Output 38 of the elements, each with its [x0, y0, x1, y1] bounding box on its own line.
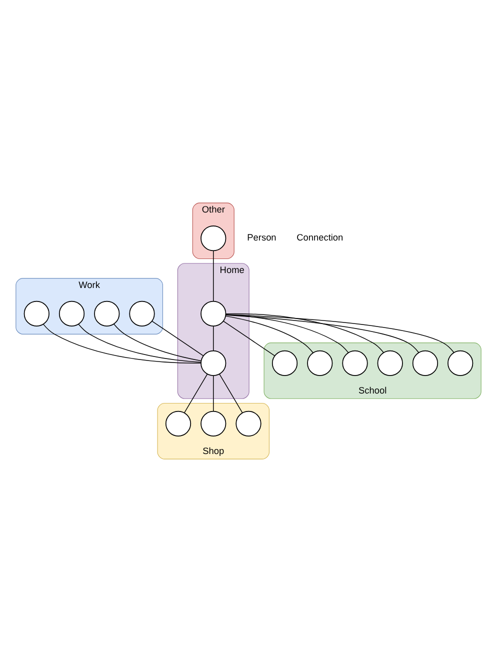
cluster: Work — [15, 278, 162, 334]
node-circle — [306, 350, 332, 376]
connector — [224, 314, 454, 352]
cluster: Home — [176, 262, 249, 398]
node-circle — [200, 410, 226, 436]
connector — [224, 314, 419, 352]
node-circle — [235, 410, 261, 436]
legend-label: Connection — [296, 232, 343, 242]
node-circle — [200, 350, 226, 376]
node-circle — [447, 350, 473, 376]
node-circle — [128, 300, 154, 326]
connector — [78, 323, 201, 362]
connector — [218, 373, 242, 413]
connector — [224, 314, 348, 352]
connector — [42, 323, 201, 363]
connector — [212, 374, 214, 411]
cluster: Shop — [156, 402, 270, 459]
node-circle — [376, 350, 402, 376]
connector — [151, 320, 204, 356]
cluster: School — [263, 342, 481, 398]
node-circle — [200, 300, 226, 326]
node-circle — [412, 350, 438, 376]
node-circle — [58, 300, 84, 326]
connector — [225, 312, 384, 353]
legend-label: Person — [246, 232, 276, 242]
connector — [224, 315, 313, 353]
node-circle — [200, 225, 226, 251]
node-circle — [23, 300, 49, 326]
connector — [184, 373, 208, 413]
connector — [212, 250, 214, 302]
node-circle — [342, 350, 368, 376]
connector — [212, 325, 214, 351]
connector — [112, 323, 202, 361]
cluster: Other — [192, 202, 234, 259]
connector — [222, 320, 275, 356]
node-circle — [271, 350, 298, 376]
node-circle — [164, 410, 191, 436]
node-circle — [94, 300, 120, 326]
